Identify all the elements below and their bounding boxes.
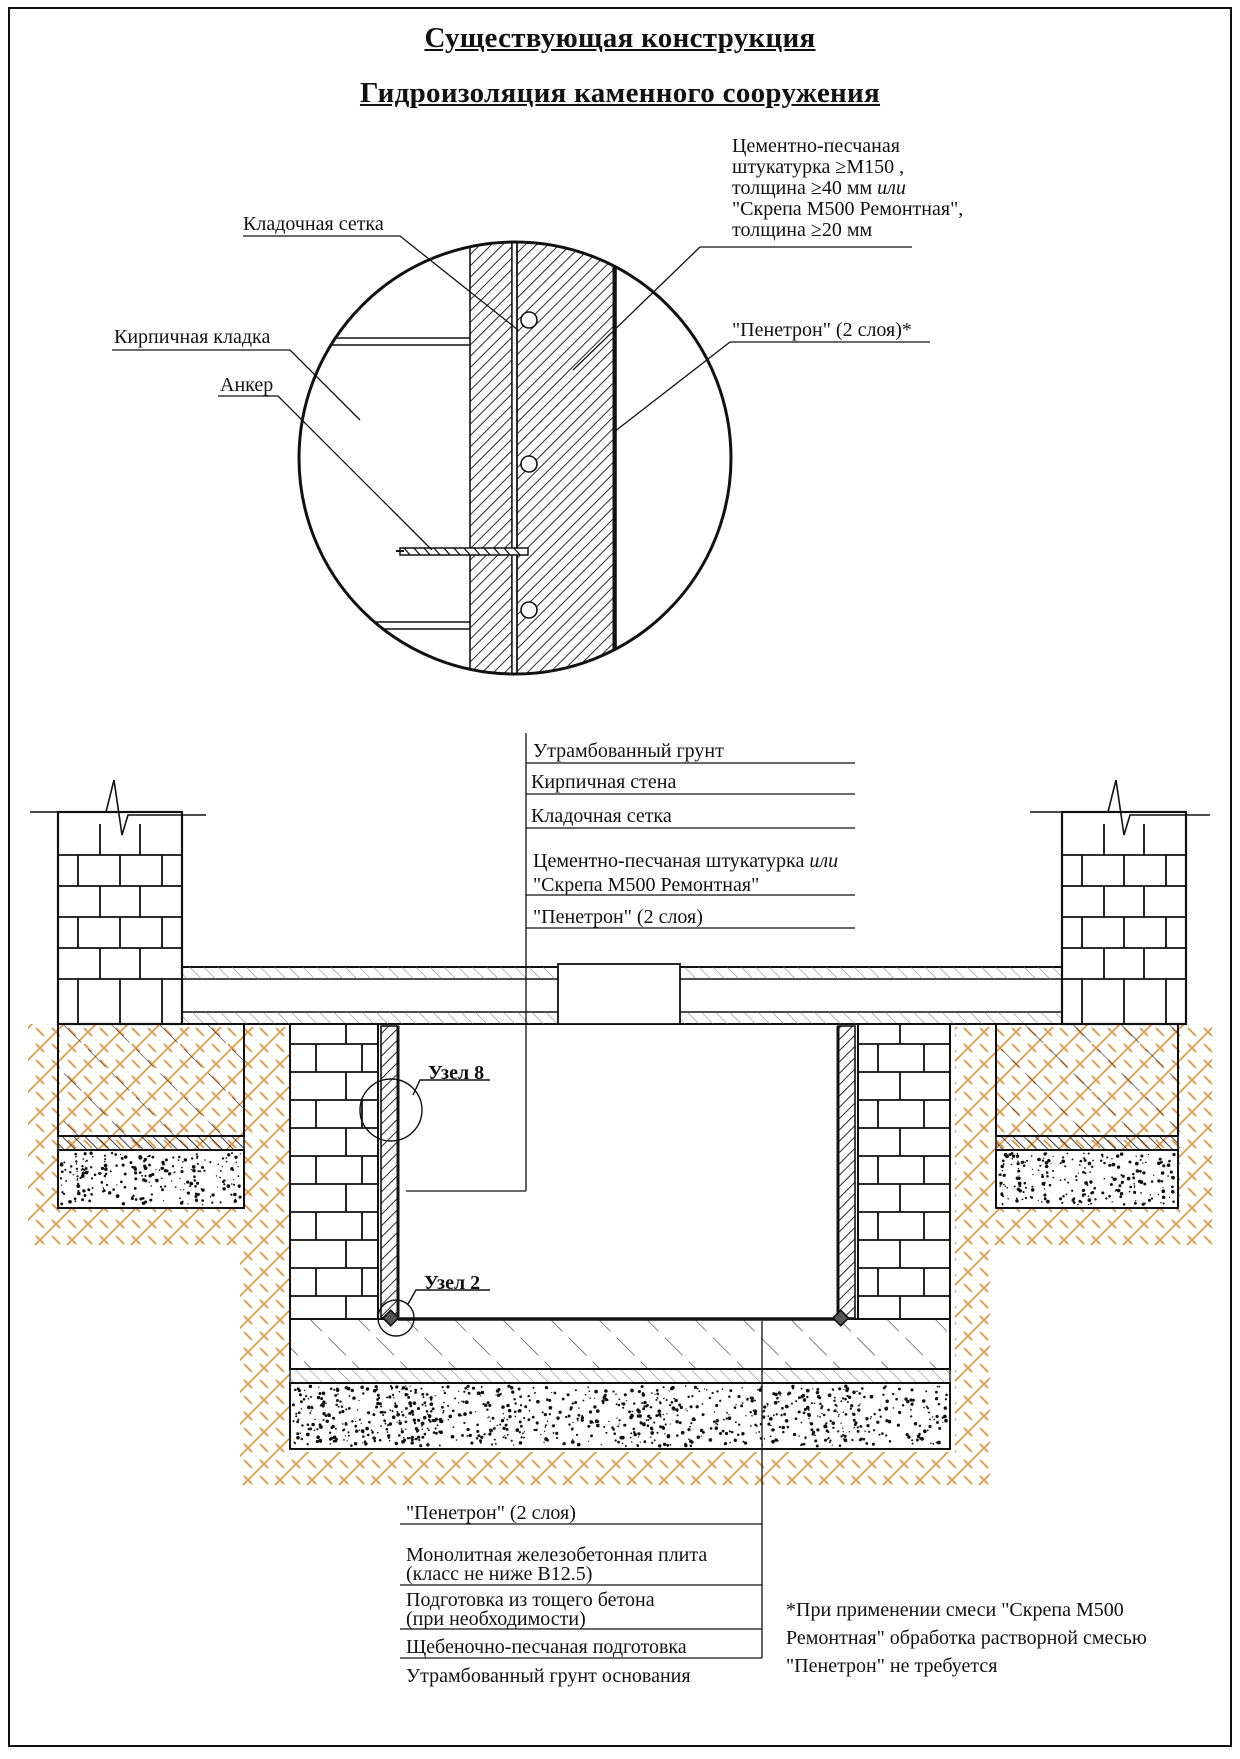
node8-leader: [412, 1079, 490, 1096]
floor-label-line: Монолитная железобетонная плита: [406, 1544, 708, 1566]
plaster-line: штукатурка ≥М150 ,: [732, 156, 905, 178]
pit-wall-right: [836, 1023, 951, 1320]
node2-label: Узел 2: [424, 1272, 481, 1294]
gravel-bottom: [289, 1382, 951, 1450]
footing-left: [57, 1023, 245, 1209]
floor-label-slab: Монолитная железобетонная плита (класс н…: [406, 1544, 708, 1585]
leader-penetron: [613, 341, 930, 433]
plaster-right: [837, 1025, 856, 1319]
page-title: Существующая конструкция: [424, 22, 816, 54]
node8-label: Узел 8: [428, 1062, 485, 1084]
floor-label-penetron: "Пенетрон" (2 слоя): [406, 1502, 576, 1524]
plaster-label: Цементно-песчаная штукатурка ≥М150 , тол…: [732, 136, 963, 241]
leader-anchor: [218, 395, 433, 551]
rc-slab: [289, 1318, 951, 1370]
footnote-line: "Пенетрон" не требуется: [786, 1655, 998, 1677]
hatch-opening: [557, 963, 681, 1025]
wall-label-penetron: "Пенетрон" (2 слоя): [533, 906, 703, 928]
leader-mesh: [243, 235, 519, 331]
gravel-left: [57, 1149, 245, 1209]
floor-label-ground: Утрамбованный грунт основания: [406, 1665, 691, 1687]
wall-label-plaster: Цементно-песчаная штукатурка или: [533, 850, 839, 872]
break-line-right: [1030, 779, 1210, 836]
brick-label: Кирпичная кладка: [114, 326, 271, 348]
footnote-line: Ремонтная" обработка растворной смесью: [786, 1627, 1147, 1649]
wall-label-mesh: Кладочная сетка: [531, 805, 672, 827]
break-line-left: [30, 779, 206, 836]
penetron-detail-label: "Пенетрон" (2 слоя)*: [732, 319, 912, 341]
footnote: *При применении смеси "Скрепа М500 Ремон…: [786, 1596, 1147, 1680]
floor-label-gravel: Щебеночно-песчаная подготовка: [406, 1636, 687, 1658]
wall-label-soil: Утрамбованный грунт: [533, 740, 724, 762]
wall-label-brick: Кирпичная стена: [531, 771, 677, 793]
node2-leader: [407, 1289, 490, 1305]
leader-plaster: [572, 246, 912, 371]
brick-face-layer: [469, 242, 513, 674]
node-markers: [359, 1078, 490, 1337]
wall-label-skrepa: "Скрепа М500 Ремонтная": [533, 874, 760, 896]
leader-brick: [112, 349, 361, 421]
footnote-line: *При применении смеси "Скрепа М500: [786, 1599, 1124, 1621]
anchor-label: Анкер: [220, 374, 274, 396]
floor-label-line: Подготовка из тощего бетона: [406, 1589, 655, 1611]
sheet-border: [8, 7, 1232, 1747]
pit-floor: [289, 1309, 951, 1450]
node8-circle: [359, 1078, 423, 1142]
brick-column-right: [1030, 779, 1210, 1026]
floor-label-lean: Подготовка из тощего бетона (при необход…: [406, 1589, 655, 1630]
floor-label-line: (при необходимости): [406, 1608, 586, 1630]
ground-beams: [182, 963, 1062, 1027]
plaster-line: Цементно-песчаная: [732, 135, 900, 157]
floor-label-line: (класс не ниже В12.5): [406, 1563, 593, 1585]
wall-leaders: [406, 733, 855, 1192]
plaster-line: толщина ≥40 мм или: [732, 177, 906, 199]
floor-leaders: [400, 1321, 763, 1659]
page-subtitle: Гидроизоляция каменного сооружения: [359, 77, 881, 109]
gravel-dots: [59, 1151, 1176, 1448]
detail-circle: [112, 235, 930, 676]
node2-circle: [377, 1299, 415, 1337]
footing-right: [995, 1023, 1179, 1209]
brick-column-left: [30, 779, 206, 1026]
plaster-left: [380, 1025, 399, 1319]
lean-concrete: [289, 1368, 951, 1384]
mesh-label: Кладочная сетка: [243, 213, 384, 235]
plaster-line: толщина ≥20 мм: [732, 219, 873, 241]
pit-wall-left: [289, 1023, 400, 1320]
plaster-line: "Скрепа М500 Ремонтная",: [732, 198, 964, 220]
anchor-bolt: [396, 547, 529, 556]
